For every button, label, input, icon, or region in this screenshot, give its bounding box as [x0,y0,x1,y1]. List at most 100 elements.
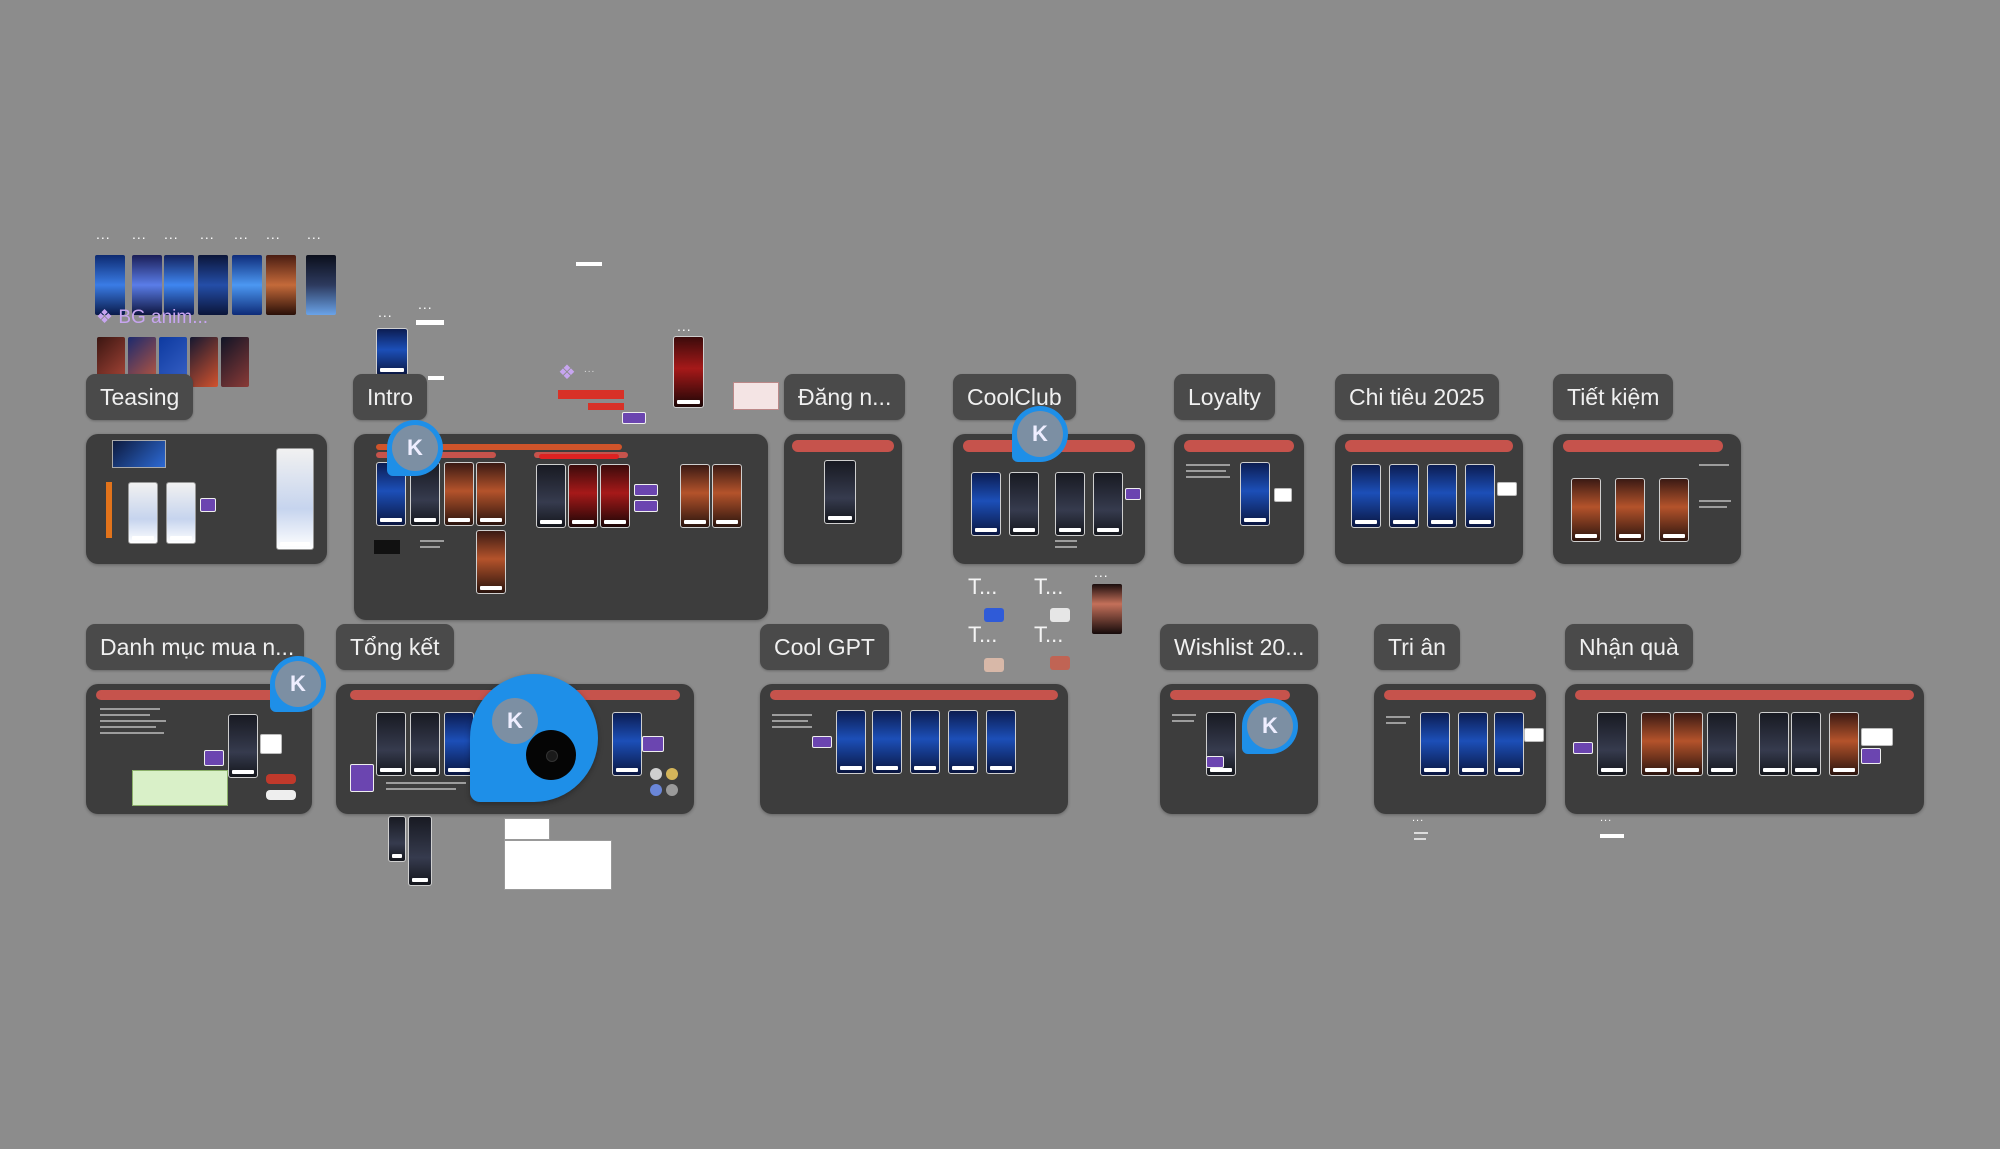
coolclub-frame[interactable] [1093,472,1123,536]
nhan-qua-frame[interactable] [1707,712,1737,776]
sticky-note[interactable] [260,734,282,754]
shape-red[interactable] [1050,656,1070,670]
loose-frame[interactable] [1092,584,1122,634]
nhan-qua-frame[interactable] [1597,712,1627,776]
shape-peach[interactable] [984,658,1004,672]
line-element[interactable] [416,320,444,325]
sticky-note[interactable] [1861,728,1893,746]
section-wishlist[interactable] [1160,684,1318,814]
tong-ket-frame[interactable] [410,712,440,776]
intro-frame[interactable] [536,464,566,528]
section-dang-nhap[interactable] [784,434,902,564]
section-tiet-kiem[interactable] [1553,434,1741,564]
sticky-note[interactable] [1524,728,1544,742]
teasing-frame[interactable] [276,448,314,550]
sticky-note[interactable] [1497,482,1517,496]
nhan-qua-frame[interactable] [1641,712,1671,776]
section-nhan-qua[interactable] [1565,684,1924,814]
intro-frame[interactable] [712,464,742,528]
section-label-nhan-qua[interactable]: Nhận quà [1565,624,1693,670]
truncated-label[interactable]: T... [968,574,998,599]
login-frame[interactable] [824,460,856,524]
intro-frame[interactable] [476,462,506,526]
section-label-loyalty[interactable]: Loyalty [1174,374,1275,420]
section-label-wishlist[interactable]: Wishlist 20... [1160,624,1319,670]
teasing-frame[interactable] [128,482,158,544]
intro-frame[interactable] [680,464,710,528]
chi-tieu-frame[interactable] [1427,464,1457,528]
red-bar[interactable] [558,390,624,399]
bg-frame[interactable] [221,337,249,387]
truncated-label[interactable]: T... [968,622,998,647]
badge-icon[interactable] [650,768,662,780]
section-label-intro[interactable]: Intro [353,374,428,420]
shape-blue[interactable] [984,608,1004,622]
truncated-label[interactable]: T... [1034,574,1064,599]
tong-ket-frame[interactable] [612,712,642,776]
section-label-cool-gpt[interactable]: Cool GPT [760,624,889,670]
bg-frame[interactable] [266,255,296,315]
sticky-note[interactable] [1274,488,1292,502]
line-element[interactable] [1600,834,1624,838]
shape-white[interactable] [1050,608,1070,622]
intro-frame[interactable] [600,464,630,528]
teasing-frame[interactable] [166,482,196,544]
sticky-note[interactable] [622,412,646,424]
badge-icon[interactable] [666,768,678,780]
nhan-qua-frame[interactable] [1759,712,1789,776]
intro-frame[interactable] [444,462,474,526]
danh-muc-frame[interactable] [228,714,258,778]
doc-card[interactable] [504,818,550,840]
section-tri-an[interactable] [1374,684,1546,814]
coolclub-frame[interactable] [1009,472,1039,536]
tri-an-frame[interactable] [1420,712,1450,776]
badge-icon[interactable] [666,784,678,796]
dark-block[interactable] [374,540,400,554]
intro-frame[interactable] [376,328,408,376]
section-label-tiet-kiem[interactable]: Tiết kiệm [1553,374,1674,420]
section-cool-gpt[interactable] [760,684,1068,814]
loose-frame[interactable] [388,816,406,862]
sticky-note[interactable] [634,484,658,496]
nhan-qua-frame[interactable] [1791,712,1821,776]
red-bar[interactable] [588,403,624,410]
cool-gpt-frame[interactable] [836,710,866,774]
bg-frame[interactable] [132,255,162,315]
nhan-qua-frame[interactable] [1673,712,1703,776]
section-label-teasing[interactable]: Teasing [86,374,194,420]
chi-tieu-frame[interactable] [1465,464,1495,528]
sticky-note[interactable] [812,736,832,748]
note-card[interactable] [733,382,779,410]
chi-tieu-frame[interactable] [1351,464,1381,528]
tri-an-frame[interactable] [1458,712,1488,776]
component-icon[interactable]: ❖ [558,362,576,384]
section-chi-tieu-2025[interactable] [1335,434,1523,564]
tiet-kiem-frame[interactable] [1659,478,1689,542]
loyalty-frame[interactable] [1240,462,1270,526]
intro-frame[interactable] [568,464,598,528]
sticky-note[interactable] [204,750,224,766]
section-label-danh-muc[interactable]: Danh mục mua n... [86,624,304,670]
cool-gpt-frame[interactable] [986,710,1016,774]
sticky-note[interactable] [642,736,664,752]
cool-gpt-frame[interactable] [872,710,902,774]
loose-frame[interactable] [408,816,432,886]
section-label-tri-an[interactable]: Tri ân [1374,624,1460,670]
cool-gpt-frame[interactable] [948,710,978,774]
bg-frame[interactable] [198,255,228,315]
line-element[interactable] [428,376,444,380]
sticky-note[interactable] [350,764,374,792]
doc-card[interactable] [504,840,612,890]
badge-icon[interactable] [650,784,662,796]
tri-an-frame[interactable] [1494,712,1524,776]
sticky-note[interactable] [1206,756,1224,768]
tong-ket-frame[interactable] [444,712,474,776]
sticky-note[interactable] [200,498,216,512]
line-element[interactable] [576,262,602,266]
chi-tieu-frame[interactable] [1389,464,1419,528]
tong-ket-frame[interactable] [376,712,406,776]
bg-frame[interactable] [164,255,194,315]
bg-frame[interactable] [190,337,218,387]
loose-frame[interactable] [673,336,704,408]
